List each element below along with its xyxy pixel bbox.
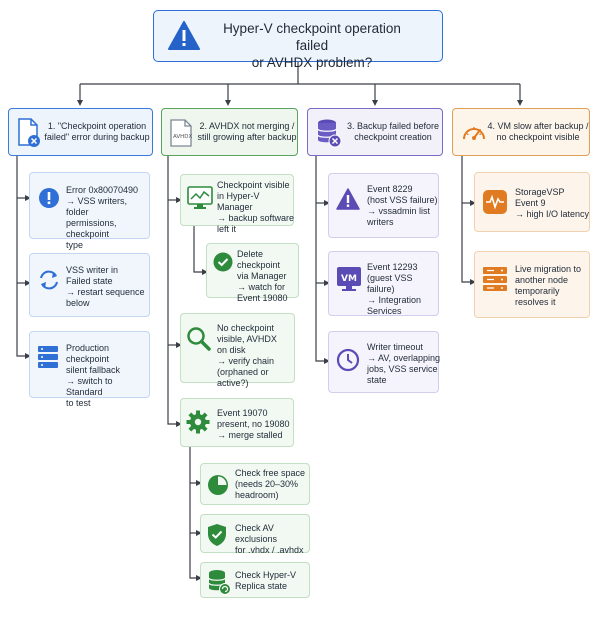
exclamation-icon [39, 188, 59, 208]
branch-1-box: 1. "Checkpoint operation failed" error d… [8, 108, 153, 156]
branch-3-item-1: Event 8229 (host VSS failure) → vssadmin… [328, 173, 439, 238]
branch-3-box: 3. Backup failed before checkpoint creat… [307, 108, 443, 156]
branch-1-item-1: Error 0x80070490 → VSS writers, folder p… [29, 172, 150, 250]
server-rack-icon [483, 267, 507, 291]
branch-2-item-7: Check Hyper-V Replica state [200, 562, 310, 598]
database-error-icon [317, 119, 342, 148]
branch-4-box: 4. VM slow after backup / no checkpoint … [452, 108, 590, 156]
branch-1-item-1-text: Error 0x80070490 → VSS writers, folder p… [66, 185, 139, 250]
pie-chart-icon [208, 475, 228, 495]
file-error-icon [18, 118, 40, 147]
branch-2-item-2: Delete checkpoint via Manager → watch fo… [206, 243, 299, 303]
database-refresh-icon [208, 570, 231, 595]
branch-1-item-3-text: Production checkpoint silent fallback → … [66, 343, 121, 408]
branch-2-item-1: Checkpoint visible in Hyper-V Manager → … [180, 174, 294, 234]
branch-2-box: AVHDX 2. AVHDX not merging / still growi… [161, 108, 298, 156]
branch-2-title: 2. AVHDX not merging / still growing aft… [197, 121, 297, 142]
branch-3-title: 3. Backup failed before checkpoint creat… [346, 121, 440, 142]
branch-2-item-1-text: Checkpoint visible in Hyper-V Manager → … [217, 180, 295, 234]
branch-4-item-1-text: StorageVSP Event 9 → high I/O latency [515, 187, 590, 219]
warning-icon [336, 188, 360, 210]
branch-3-item-3-text: Writer timeout → AV, overlapping jobs, V… [367, 342, 441, 385]
branch-2-item-5-text: Check free space (needs 20–30% headroom) [235, 468, 306, 500]
branch-2-item-3: No checkpoint visible, AVHDX on disk → v… [180, 313, 295, 388]
branch-2-item-6: Check AV exclusions for .vhdx / .avhdx [200, 514, 310, 555]
gauge-icon [463, 127, 485, 140]
branch-2-item-4-text: Event 19070 present, no 19080 → merge st… [217, 408, 290, 440]
check-circle-icon [213, 252, 233, 272]
branch-1-item-3: Production checkpoint silent fallback → … [29, 331, 150, 408]
branch-2-item-2-text: Delete checkpoint via Manager → watch fo… [237, 249, 288, 303]
branch-1-item-2-text: VSS writer in Failed state → restart seq… [66, 265, 145, 308]
branch-4-item-2-text: Live migration to another node temporari… [515, 264, 582, 307]
branch-4-item-2: Live migration to another node temporari… [474, 251, 590, 318]
root-question-box: Hyper-V checkpoint operation failed or A… [153, 10, 443, 70]
monitor-chart-icon [187, 186, 213, 209]
branch-4-item-1: StorageVSP Event 9 → high I/O latency [474, 172, 590, 232]
vm-icon: VM [337, 267, 361, 291]
server-stack-icon [38, 346, 58, 368]
avhdx-file-icon: AVHDX [170, 119, 193, 147]
pulse-icon [483, 190, 507, 214]
refresh-icon [40, 270, 58, 290]
branch-2-item-7-text: Check Hyper-V Replica state [235, 570, 297, 591]
root-title: Hyper-V checkpoint operation failed or A… [223, 21, 401, 70]
branch-3-item-1-text: Event 8229 (host VSS failure) → vssadmin… [367, 184, 438, 227]
branch-2-item-5: Check free space (needs 20–30% headroom) [200, 463, 310, 505]
branch-1-title: 1. "Checkpoint operation failed" error d… [44, 121, 150, 142]
branch-3-item-2: VM Event 12293 (guest VSS failure) → Int… [328, 251, 439, 316]
shield-check-icon [208, 524, 226, 546]
branch-2-item-3-text: No checkpoint visible, AVHDX on disk → v… [217, 323, 277, 388]
branch-2-item-4: Event 19070 present, no 19080 → merge st… [180, 398, 294, 447]
branch-2-item-6-text: Check AV exclusions for .vhdx / .avhdx [235, 523, 304, 555]
magnifier-icon [187, 327, 211, 351]
svg-text:AVHDX: AVHDX [173, 134, 193, 140]
gear-icon [186, 410, 210, 434]
clock-icon [336, 348, 360, 372]
branch-1-item-2: VSS writer in Failed state → restart seq… [29, 253, 150, 317]
branch-4-title: 4. VM slow after backup / no checkpoint … [487, 121, 589, 142]
branch-3-item-2-text: Event 12293 (guest VSS failure) → Integr… [367, 262, 422, 316]
svg-text:VM: VM [341, 274, 357, 284]
warning-icon [168, 21, 200, 50]
branch-3-item-3: Writer timeout → AV, overlapping jobs, V… [328, 331, 441, 393]
